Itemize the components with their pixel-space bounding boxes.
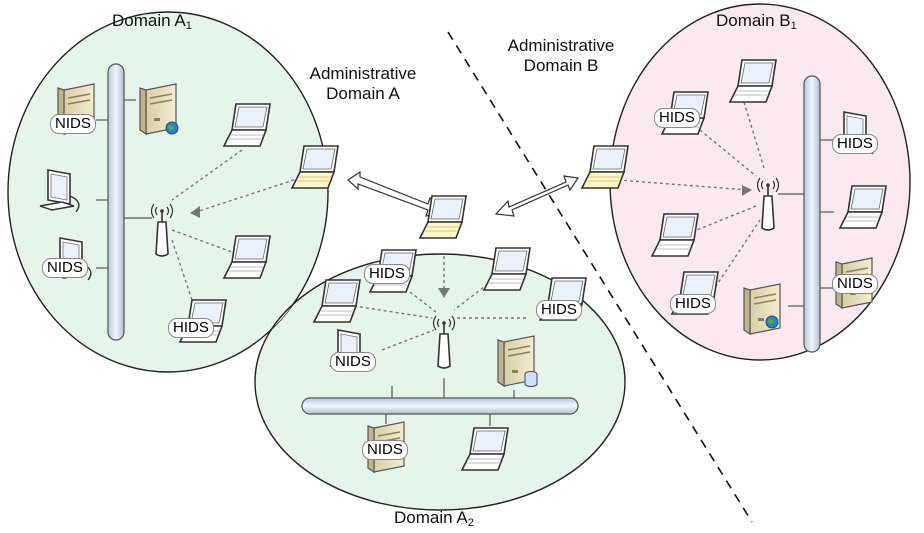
wireless-links-a2	[353, 256, 526, 351]
hids-badge: HIDS	[670, 294, 716, 314]
hids-badge: HIDS	[654, 108, 700, 128]
nids-badge: NIDS	[330, 352, 376, 372]
hids-badge: HIDS	[168, 318, 214, 338]
backbone-bus-a2	[301, 378, 579, 426]
domain-a1-label: Domain A1	[112, 11, 192, 32]
backbone-bus-a1	[96, 63, 152, 341]
wireless-links-b1	[617, 101, 765, 293]
hids-badge: HIDS	[536, 300, 582, 320]
laptop-icon	[581, 145, 629, 189]
laptop-icon	[419, 195, 467, 239]
hids-badge: HIDS	[832, 134, 878, 154]
domain-b1-label: Domain B1	[716, 11, 797, 32]
domain-a2-label: Domain A2	[394, 508, 474, 529]
nids-badge: NIDS	[50, 114, 96, 134]
arrowhead-a1	[190, 206, 200, 218]
database-icon	[524, 371, 538, 387]
arrowhead-a2	[438, 288, 450, 298]
nids-badge: NIDS	[362, 440, 408, 460]
arrowhead-b1	[742, 185, 752, 196]
bidirectional-arrow-icon	[347, 170, 444, 217]
nids-badge: NIDS	[42, 258, 88, 278]
backbone-bus-b1	[778, 75, 834, 353]
administrative-boundary-line	[447, 31, 753, 523]
hids-badge: HIDS	[364, 264, 410, 284]
nids-badge: NIDS	[832, 274, 878, 294]
wireless-links-a1	[171, 149, 301, 301]
bidirectional-arrow-icon	[494, 175, 580, 217]
